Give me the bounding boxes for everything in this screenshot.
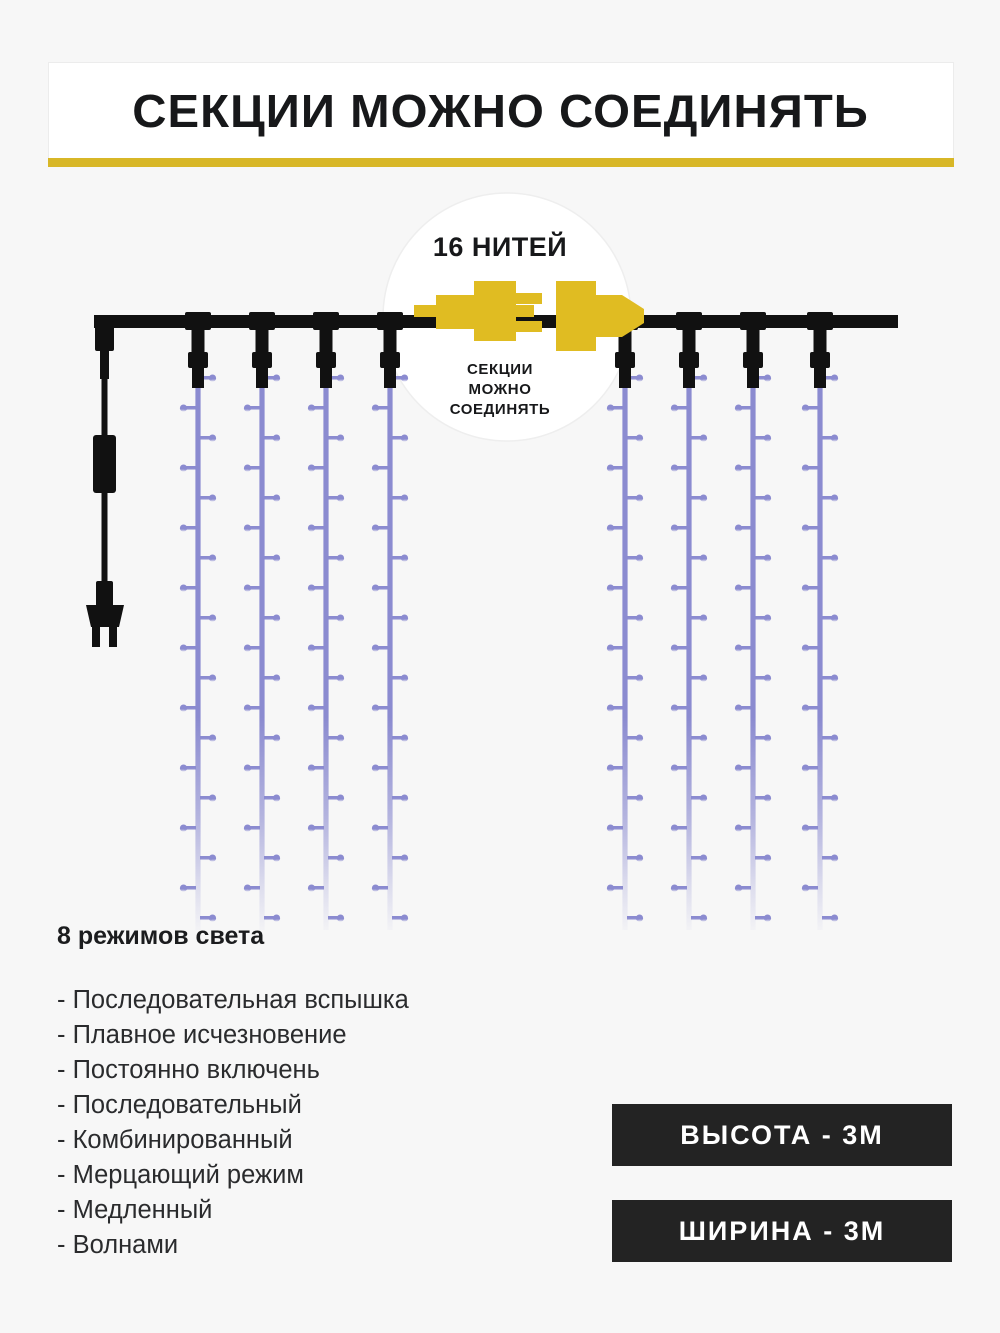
wall-plug-icon bbox=[86, 605, 124, 627]
curtain-light-illustration: 16 НИТЕЙ СЕКЦИИ МОЖНО СОЕДИНЯТЬ bbox=[0, 185, 1000, 945]
controller-box bbox=[93, 435, 116, 493]
list-item: - Последовательный bbox=[57, 1091, 302, 1119]
badge-subtitle: СЕКЦИИ МОЖНО СОЕДИНЯТЬ bbox=[0, 360, 1000, 420]
modes-heading: 8 режимов света bbox=[57, 922, 265, 950]
list-item: - Медленный bbox=[57, 1196, 213, 1224]
curtain-light-svg bbox=[86, 192, 898, 930]
spec-badge-height-label: ВЫСОТА - 3М bbox=[680, 1119, 884, 1150]
page-title: СЕКЦИИ МОЖНО СОЕДИНЯТЬ bbox=[132, 84, 870, 137]
power-cord bbox=[86, 375, 124, 647]
list-item: - Волнами bbox=[57, 1231, 179, 1259]
badge-sub-line-1: СЕКЦИИ bbox=[466, 361, 534, 378]
led-strands-left bbox=[179, 370, 409, 930]
header-card: СЕКЦИИ МОЖНО СОЕДИНЯТЬ bbox=[48, 62, 954, 158]
list-item: - Комбинированный bbox=[57, 1126, 293, 1154]
spec-badge-width: ШИРИНА - 3М bbox=[612, 1200, 952, 1262]
spec-badge-width-label: ШИРИНА - 3М bbox=[678, 1215, 886, 1246]
spec-badge-height: ВЫСОТА - 3М bbox=[612, 1104, 952, 1166]
header-underline-rule bbox=[48, 158, 954, 167]
led-strands-right bbox=[606, 370, 839, 930]
list-item: - Мерцающий режим bbox=[57, 1161, 304, 1189]
badge-sub-line-2: МОЖНО bbox=[468, 381, 532, 398]
list-item: - Плавное исчезновение bbox=[57, 1021, 347, 1049]
list-item: - Постоянно включень bbox=[57, 1056, 320, 1084]
plug-connector-icon bbox=[414, 281, 644, 351]
badge-sub-line-3: СОЕДИНЯТЬ bbox=[449, 401, 551, 418]
badge-title: 16 НИТЕЙ bbox=[432, 232, 568, 262]
modes-list: - Последовательная вспышка - Плавное исч… bbox=[57, 983, 409, 1263]
list-item: - Последовательная вспышка bbox=[57, 986, 409, 1014]
